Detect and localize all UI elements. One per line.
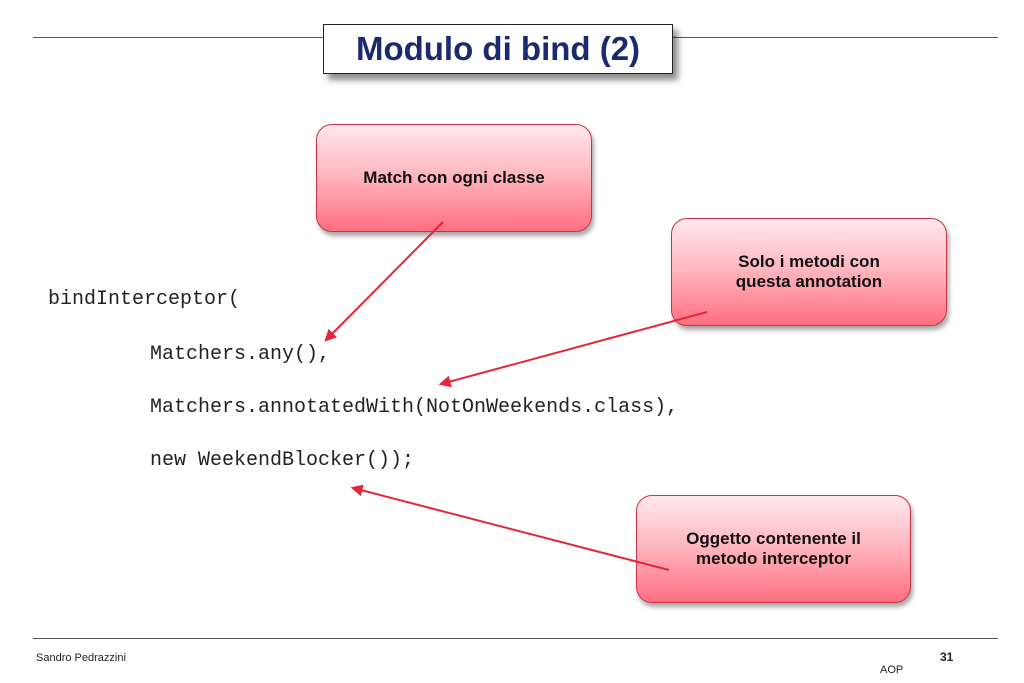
page-number: 31 (940, 650, 954, 664)
callout-match-any-text: Match con ogni classe (363, 168, 545, 187)
code-line-3: Matchers.annotatedWith(NotOnWeekends.cla… (150, 396, 679, 419)
footer-topic: AOP (880, 664, 904, 676)
code-line-1: bindInterceptor( (48, 288, 241, 311)
code-line-2: Matchers.any(), (150, 343, 331, 366)
code-line-4: new WeekendBlocker()); (150, 449, 415, 472)
arrow-to-annotated-with (438, 311, 708, 388)
footer-rule (33, 638, 998, 639)
callout-annotation-line-1: Solo i metodi con (738, 252, 880, 271)
footer-author: Sandro Pedrazzini (36, 652, 126, 664)
callout-annotation: Solo i metodi con questa annotation (671, 218, 947, 326)
arrow-to-weekend-blocker (350, 484, 670, 571)
callout-interceptor-line-1: Oggetto contenente il (686, 529, 861, 548)
callout-interceptor: Oggetto contenente il metodo interceptor (636, 495, 911, 603)
callout-interceptor-line-2: metodo interceptor (696, 549, 851, 568)
slide-title: Modulo di bind (2) (323, 24, 673, 74)
callout-match-any: Match con ogni classe (316, 124, 592, 232)
arrow-to-any (324, 221, 444, 342)
callout-annotation-line-2: questa annotation (735, 272, 883, 291)
